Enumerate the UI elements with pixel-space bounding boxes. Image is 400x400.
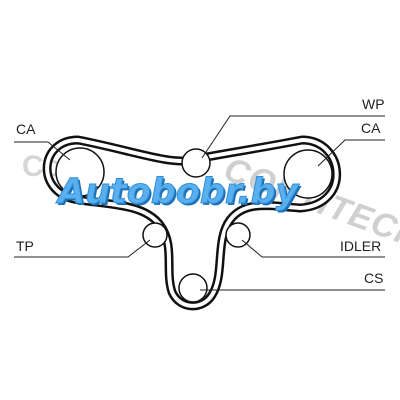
leader-ca-left bbox=[14, 141, 71, 161]
idler-pulley bbox=[225, 222, 251, 248]
label-idler: IDLER bbox=[340, 238, 382, 254]
leader-lines bbox=[14, 115, 385, 291]
camshaft-pulley-left bbox=[55, 147, 105, 197]
label-ca-right: CA bbox=[361, 120, 381, 136]
tensioner-pulley bbox=[142, 222, 168, 248]
leader-idler bbox=[241, 239, 385, 258]
leader-tp bbox=[14, 239, 151, 258]
label-cs: CS bbox=[364, 270, 384, 286]
timing-belt bbox=[42, 135, 342, 311]
crankshaft-pulley bbox=[178, 273, 208, 303]
leader-wp bbox=[201, 115, 385, 159]
label-tp: TP bbox=[16, 238, 34, 254]
autobobr-watermark: Autobobr.by bbox=[57, 172, 299, 213]
belt-inner-line bbox=[45, 138, 339, 308]
pulleys bbox=[55, 147, 333, 303]
leader-ca-right bbox=[317, 139, 385, 167]
label-ca-left: CA bbox=[16, 121, 36, 137]
camshaft-pulley-right bbox=[283, 149, 333, 199]
label-wp: WP bbox=[362, 96, 385, 112]
